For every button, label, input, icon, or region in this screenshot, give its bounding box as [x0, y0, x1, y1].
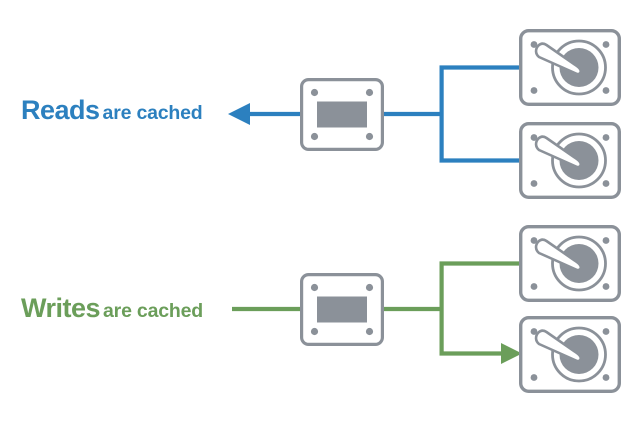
- writes-disk-top: [519, 224, 621, 302]
- reads-rest-label: are cached: [102, 102, 203, 124]
- reads-disk-top: [519, 29, 621, 106]
- writes-strong-label: Writes: [21, 293, 101, 323]
- reads-strong-label: Reads: [21, 95, 100, 125]
- writes-cache-device: [300, 273, 384, 346]
- writes-disk-bottom: [519, 316, 621, 393]
- writes-rest-label: are cached: [103, 300, 203, 322]
- writes-arrowhead: [501, 343, 522, 364]
- reads-disk-bottom: [519, 121, 621, 199]
- reads-arrowhead: [228, 103, 250, 125]
- reads-cache-device: [300, 77, 384, 151]
